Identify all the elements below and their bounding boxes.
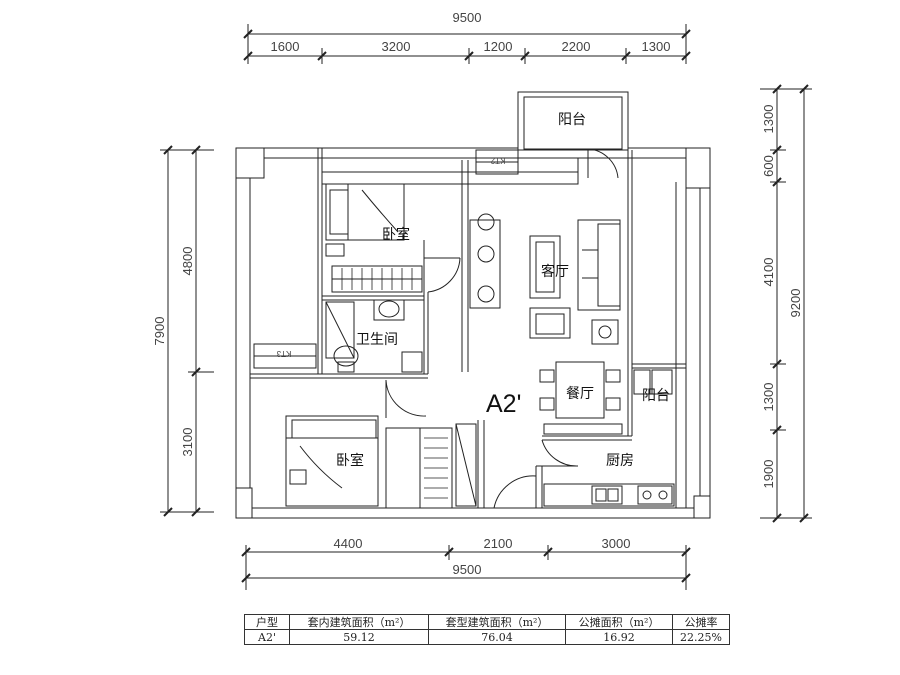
dim-left-seg: 3100: [180, 428, 195, 457]
area-table: 户型 套内建筑面积（m²） 套型建筑面积（m²） 公摊面积（m²） 公摊率 A2…: [244, 614, 730, 645]
dim-bottom-total: 9500: [453, 562, 482, 577]
room-label-bedroom-lower: 卧室: [336, 452, 364, 469]
table-cell: 16.92: [565, 629, 673, 645]
table-header-cell: 套内建筑面积（m²）: [289, 614, 429, 630]
room-label-dining: 餐厅: [566, 386, 594, 402]
dim-bottom-seg: 4400: [334, 536, 363, 551]
dim-bottom-seg: 2100: [484, 536, 513, 551]
dim-right-total: 9200: [788, 289, 803, 318]
dim-right-seg: 1300: [761, 383, 776, 412]
table-cell: A2': [244, 629, 290, 645]
dim-top-seg: 1300: [642, 39, 671, 54]
dim-top-total: 9500: [453, 10, 482, 25]
table-header-row: 户型 套内建筑面积（m²） 套型建筑面积（m²） 公摊面积（m²） 公摊率: [244, 614, 730, 630]
dim-top-seg: 1600: [271, 39, 300, 54]
dim-right-seg: 600: [761, 155, 776, 177]
dim-top-seg: 3200: [382, 39, 411, 54]
dim-top-seg: 1200: [484, 39, 513, 54]
floor-plan: 9500 1600 3200 1200 2200 1300 4400 2100 …: [152, 10, 812, 590]
ac-label: KT3: [276, 349, 291, 358]
dim-right-seg: 1900: [761, 460, 776, 489]
table-header-cell: 户型: [244, 614, 290, 630]
unit-type-label: A2': [486, 390, 521, 418]
dim-right-seg: 1300: [761, 105, 776, 134]
table-cell: 22.25%: [672, 629, 730, 645]
table-cell: 59.12: [289, 629, 429, 645]
dim-left-seg: 4800: [180, 247, 195, 276]
dim-left-total: 7900: [152, 317, 167, 346]
table-row: A2' 59.12 76.04 16.92 22.25%: [244, 629, 730, 645]
table-header-cell: 公摊面积（m²）: [565, 614, 673, 630]
dim-top-seg: 2200: [562, 39, 591, 54]
room-label-bathroom: 卫生间: [356, 332, 398, 348]
table-cell: 76.04: [428, 629, 566, 645]
ac-label: KT2: [490, 156, 505, 165]
room-label-living: 客厅: [541, 263, 569, 280]
dim-right-seg: 4100: [761, 258, 776, 287]
room-label-bedroom-upper: 卧室: [382, 226, 410, 243]
room-label-balcony-right: 阳台: [642, 388, 670, 404]
table-header-cell: 公摊率: [672, 614, 730, 630]
room-label-balcony-top: 阳台: [558, 112, 586, 128]
table-header-cell: 套型建筑面积（m²）: [428, 614, 566, 630]
room-label-kitchen: 厨房: [606, 453, 634, 469]
dim-bottom-seg: 3000: [602, 536, 631, 551]
